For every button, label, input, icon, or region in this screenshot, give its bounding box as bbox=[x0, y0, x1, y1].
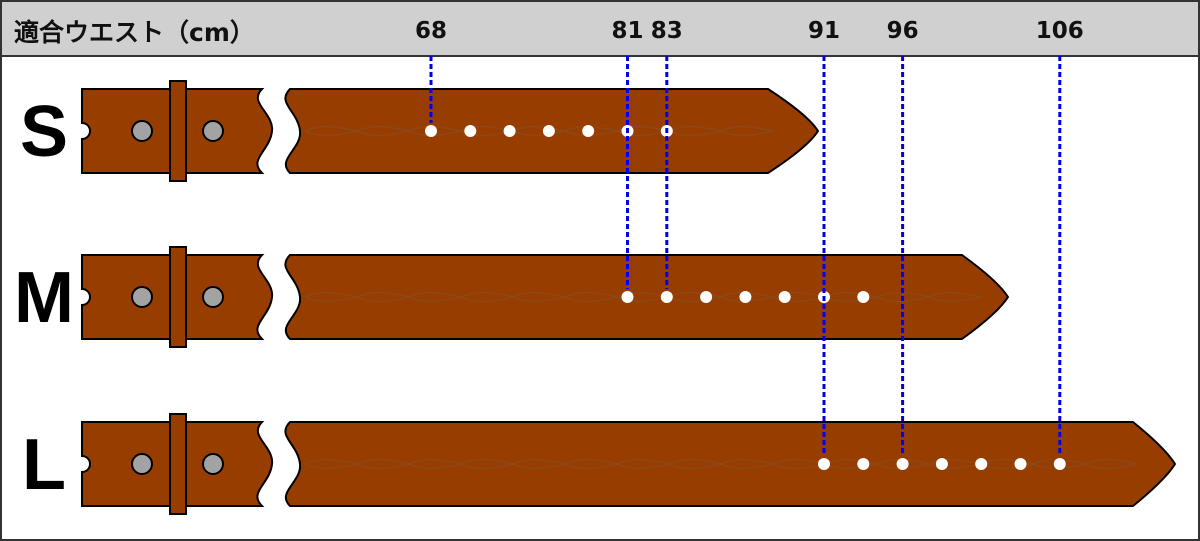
belt-strap bbox=[284, 254, 1010, 340]
size-label: M bbox=[14, 258, 74, 338]
belt-hole bbox=[542, 125, 555, 137]
belt-loop bbox=[169, 413, 187, 515]
belt-hole bbox=[857, 291, 870, 303]
belt-hole bbox=[1014, 458, 1027, 470]
rivet bbox=[131, 453, 153, 475]
belt-loop bbox=[169, 80, 187, 182]
belt-hole bbox=[700, 291, 713, 303]
belt-hole bbox=[425, 125, 437, 137]
belt-hole bbox=[975, 458, 988, 470]
size-label: L bbox=[22, 425, 66, 505]
header-title: 適合ウエスト（cm） bbox=[14, 18, 255, 47]
size-label: S bbox=[20, 92, 68, 172]
belt-m: M bbox=[14, 246, 1010, 348]
belt-hole bbox=[935, 458, 948, 470]
belt-hole bbox=[582, 125, 595, 137]
belt-hole bbox=[660, 291, 673, 303]
belt-hole bbox=[503, 125, 516, 137]
belt-hole bbox=[778, 291, 791, 303]
rivet bbox=[202, 453, 224, 475]
belt-strap bbox=[284, 421, 1177, 507]
belt-l: L bbox=[22, 413, 1177, 515]
rivet bbox=[131, 286, 153, 308]
belt-hole bbox=[621, 291, 634, 303]
rivet bbox=[202, 286, 224, 308]
belt-hole bbox=[896, 458, 909, 470]
belt-loop bbox=[169, 246, 187, 348]
belt-hole bbox=[818, 458, 830, 470]
belt-s: S bbox=[20, 80, 820, 182]
belt-hole bbox=[1053, 458, 1066, 470]
stitch-pattern bbox=[304, 458, 1138, 470]
measure-label: 81 bbox=[611, 18, 643, 44]
belt-hole bbox=[857, 458, 870, 470]
measure-label: 96 bbox=[887, 18, 919, 44]
measure-label: 91 bbox=[808, 18, 840, 44]
measure-label: 68 bbox=[415, 18, 447, 44]
guide-lines-overlay bbox=[429, 56, 1062, 456]
header-band bbox=[2, 2, 1198, 56]
rivet bbox=[131, 120, 153, 142]
belt-hole bbox=[464, 125, 477, 137]
belts: S M L bbox=[14, 80, 1177, 515]
measure-labels: 68 81 83 91 96 106 bbox=[415, 18, 1084, 44]
measure-label: 106 bbox=[1036, 18, 1084, 44]
rivet bbox=[202, 120, 224, 142]
measure-label: 83 bbox=[651, 18, 683, 44]
belt-hole bbox=[739, 291, 752, 303]
